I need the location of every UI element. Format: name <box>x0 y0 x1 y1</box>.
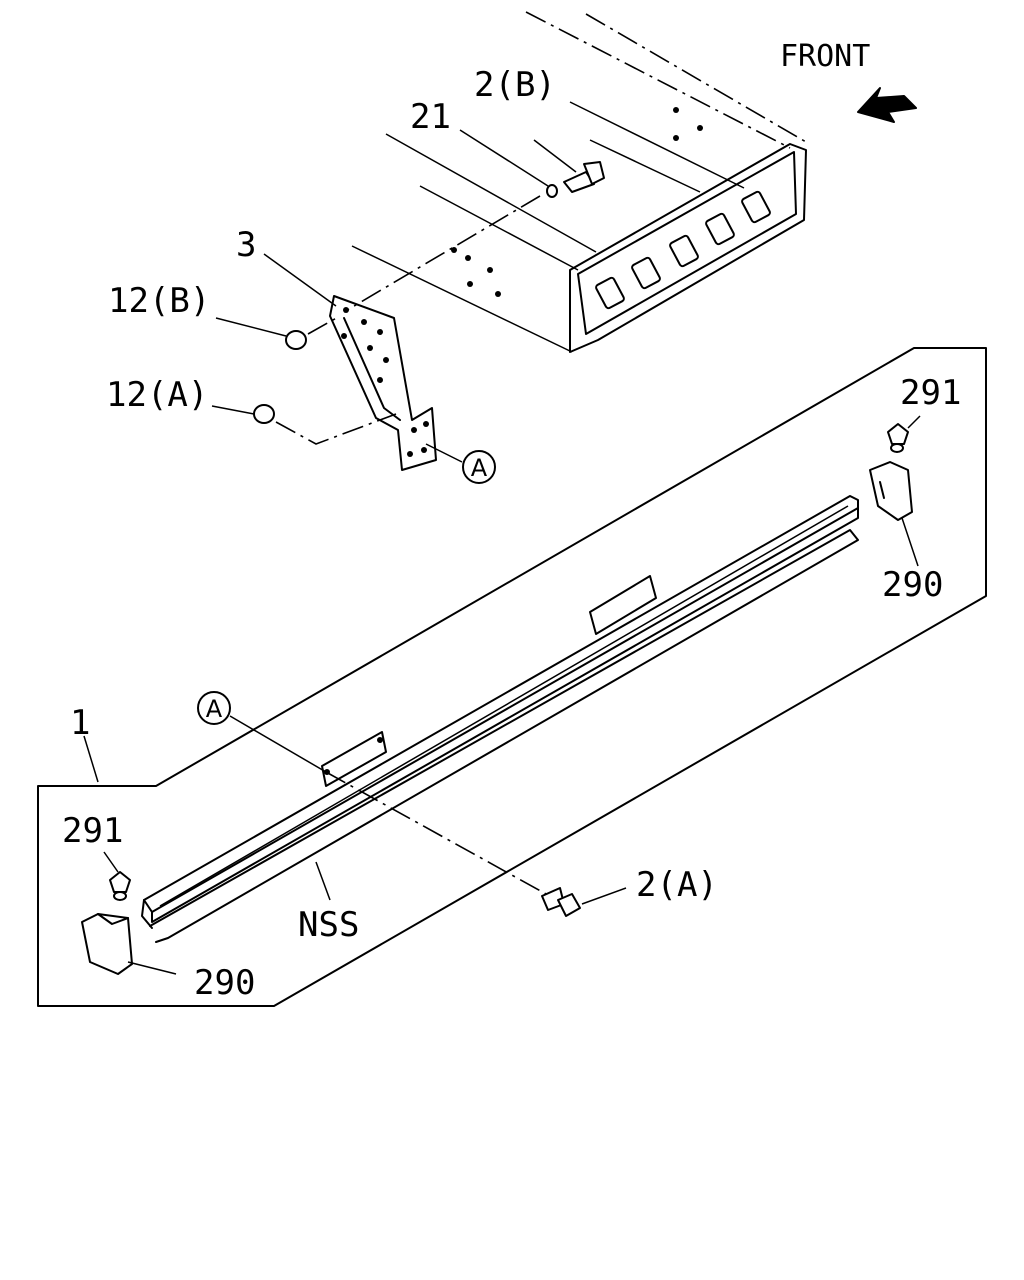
bracket <box>329 295 437 471</box>
callout-bracket: 3 <box>236 225 256 265</box>
callout-grommet-bottom: 291 <box>62 811 123 851</box>
nut-a-icon <box>253 404 275 424</box>
ref-a-bottom-label: A <box>206 695 223 723</box>
bolt-b-icon <box>563 161 605 193</box>
callout-washer: 21 <box>410 97 451 137</box>
cap-bottom-icon <box>81 913 133 975</box>
front-arrow-icon <box>857 87 917 123</box>
callout-grommet-top: 291 <box>900 373 961 413</box>
callout-nut-a: 12(A) <box>106 375 208 415</box>
grommet-bottom-icon <box>109 871 131 901</box>
callout-cap-bottom: 290 <box>194 963 255 1003</box>
callout-bolt-a: 2(A) <box>636 865 718 905</box>
front-label: FRONT <box>780 39 870 74</box>
nut-b-icon <box>285 330 307 350</box>
callout-cap-top: 290 <box>882 565 943 605</box>
ref-a-top-label: A <box>471 454 488 482</box>
ref-a-bottom-circle <box>197 691 231 725</box>
frame-rail <box>351 11 807 353</box>
side-label: NSS <box>298 905 359 945</box>
ref-a-top-circle <box>462 450 496 484</box>
bolt-a-icon <box>541 887 581 917</box>
cap-top-icon <box>869 461 913 521</box>
callout-bolt-b: 2(B) <box>474 65 556 105</box>
step-rail <box>141 495 859 943</box>
callout-assembly: 1 <box>70 703 90 743</box>
assembly-boundary <box>37 347 987 1007</box>
callout-nut-b: 12(B) <box>108 281 210 321</box>
washer-icon <box>546 184 558 198</box>
grommet-top-icon <box>887 423 909 453</box>
